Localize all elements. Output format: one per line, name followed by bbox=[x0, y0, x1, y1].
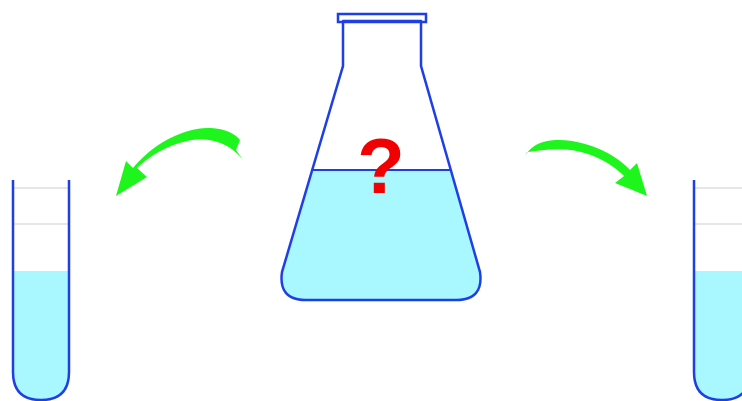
flask: ? bbox=[280, 12, 482, 302]
flask-lip bbox=[336, 12, 428, 24]
test-tube-right bbox=[692, 180, 742, 401]
test-tube-right-liquid bbox=[694, 271, 742, 400]
test-tube-left-outline bbox=[11, 180, 71, 401]
flask-liquid bbox=[281, 170, 481, 300]
test-tube-right-outline bbox=[692, 180, 742, 401]
curved-arrow-left-icon bbox=[116, 128, 243, 196]
flask-outline bbox=[280, 19, 482, 302]
test-tube-left bbox=[11, 180, 71, 401]
unknown-question-mark: ? bbox=[357, 122, 405, 210]
test-tube-left-liquid bbox=[13, 271, 69, 400]
curved-arrow-right-icon bbox=[524, 139, 647, 196]
